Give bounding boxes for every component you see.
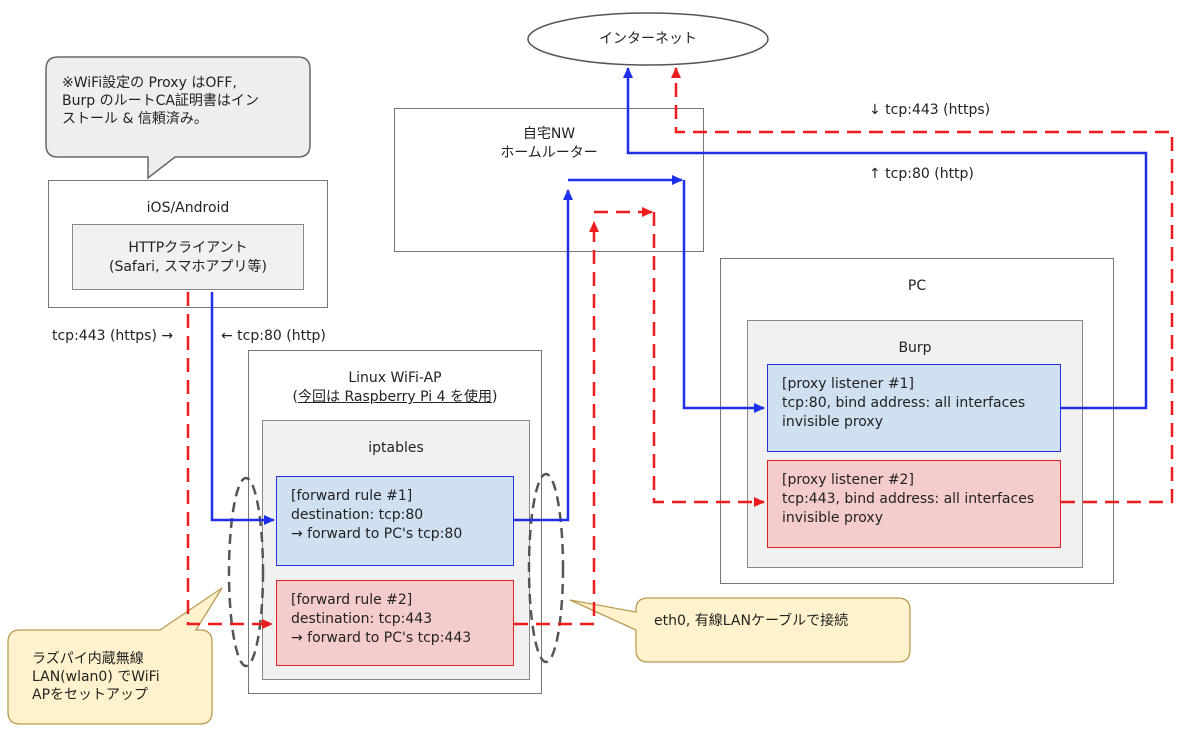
rule2-line2: destination: tcp:443 <box>291 611 433 627</box>
listener1-line2: tcp:80, bind address: all interfaces <box>782 395 1026 411</box>
internet-cloud <box>527 12 769 66</box>
rule1-line2: destination: tcp:80 <box>291 507 424 523</box>
router-box: 自宅NW ホームルーター <box>394 108 704 252</box>
burp-title: Burp <box>898 340 932 356</box>
listener2-line2: tcp:443, bind address: all interfaces <box>782 491 1035 507</box>
wifi-ap-title: Linux WiFi-AP <box>348 370 442 386</box>
rule1-line1: [forward rule #1] <box>291 488 413 504</box>
client-note-line1: ※WiFi設定の Proxy はOFF, <box>62 75 237 91</box>
listener2-line1: [proxy listener #2] <box>782 472 914 488</box>
rule2-line1: [forward rule #2] <box>291 592 413 608</box>
forward-rule-2: [forward rule #2] destination: tcp:443 →… <box>276 580 514 666</box>
client-note-text: ※WiFi設定の Proxy はOFF, Burp のルートCA証明書はイン ス… <box>62 74 259 128</box>
http-top-label: ↑ tcp:80 (http) <box>869 166 974 182</box>
http-left-label: ← tcp:80 (http) <box>221 328 326 344</box>
eth-callout-shape <box>569 597 911 663</box>
wlan-callout-line3: APをセットアップ <box>32 687 149 703</box>
wlan-callout-shape <box>7 587 223 725</box>
listener1-line1: [proxy listener #1] <box>782 376 914 392</box>
internet-label: インターネット <box>599 31 697 47</box>
http-client-box: HTTPクライアント (Safari, スマホアプリ等) <box>72 224 304 290</box>
https-left-label: tcp:443 (https) → <box>52 328 174 344</box>
router-line1: 自宅NW <box>522 126 576 142</box>
iptables-title: iptables <box>368 440 424 456</box>
router-line2: ホームルーター <box>500 145 598 161</box>
http-client-label: HTTPクライアント <box>128 240 248 256</box>
wlan-callout-line1: ラズパイ内蔵無線 <box>32 651 144 667</box>
client-note-bubble <box>45 56 311 180</box>
client-note-line3: ストール & 信頼済み。 <box>62 111 208 127</box>
rule1-line3: → forward to PC's tcp:80 <box>291 526 463 542</box>
rule2-line3: → forward to PC's tcp:443 <box>291 630 472 646</box>
device-title: iOS/Android <box>146 200 230 216</box>
wifi-ap-subtitle: (今回は Raspberry Pi 4 を使用) <box>292 389 498 405</box>
http-client-examples: (Safari, スマホアプリ等) <box>108 259 268 275</box>
listener2-line3: invisible proxy <box>782 510 884 526</box>
forward-rule-1: [forward rule #1] destination: tcp:80 → … <box>276 476 514 566</box>
proxy-listener-2: [proxy listener #2] tcp:443, bind addres… <box>767 460 1061 548</box>
client-note-line2: Burp のルートCA証明書はイン <box>62 93 259 109</box>
listener1-line3: invisible proxy <box>782 414 884 430</box>
wlan-callout-text: ラズパイ内蔵無線 LAN(wlan0) でWiFi APをセットアップ <box>32 650 160 704</box>
https-top-label: ↓ tcp:443 (https) <box>869 102 991 118</box>
wlan-callout-line2: LAN(wlan0) でWiFi <box>32 669 160 685</box>
pc-title: PC <box>907 278 927 294</box>
proxy-listener-1: [proxy listener #1] tcp:80, bind address… <box>767 364 1061 452</box>
eth-callout-text: eth0, 有線LANケーブルで接続 <box>654 613 849 629</box>
